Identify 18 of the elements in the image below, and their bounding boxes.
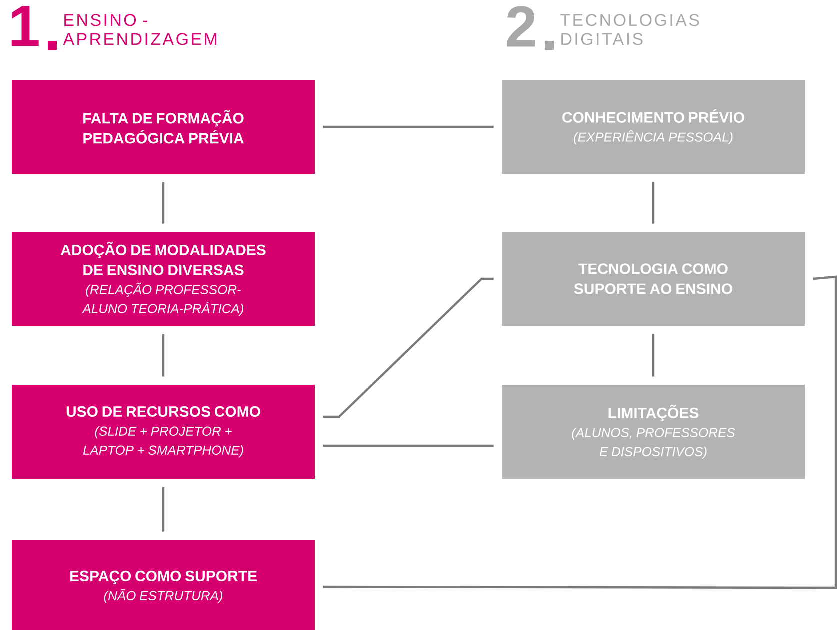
connector-line <box>323 276 837 590</box>
concept-box: ADOÇÃO DE MODALIDADES DE ENSINO DIVERSAS (RELAÇÃO PROFESSOR-ALUNO TEORIA-PRÁTICA) <box>12 232 315 326</box>
concept-box: LIMITAÇÕES (ALUNOS, PROFESSORES E DISPOSITIVOS) <box>502 385 805 479</box>
connector-line <box>323 278 494 418</box>
concept-box: FALTA DE FORMAÇÃO PEDAGÓGICA PRÉVIA <box>12 80 315 174</box>
concept-box: USO DE RECURSOS COMO (SLIDE + PROJETOR + LAPTOP + SMARTPHONE) <box>12 385 315 479</box>
connector-line <box>652 334 655 377</box>
column-heading: TECNOLOGIAS DIGITAIS <box>560 14 700 46</box>
connector-line <box>323 126 494 128</box>
concept-box: ESPAÇO COMO SUPORTE (NÃO ESTRUTURA) <box>12 540 315 630</box>
concept-box: TECNOLOGIA COMO SUPORTE AO ENSINO <box>502 232 805 326</box>
connector-line <box>162 487 165 532</box>
connector-line <box>162 182 165 224</box>
concept-box: CONHECIMENTO PRÉVIO (EXPERIÊNCIA PESSOAL) <box>502 80 805 174</box>
connector-line <box>162 334 165 377</box>
connector-line <box>652 182 655 224</box>
connector-line <box>323 444 494 448</box>
column-heading: ENSINO - APRENDIZAGEM <box>63 14 216 46</box>
